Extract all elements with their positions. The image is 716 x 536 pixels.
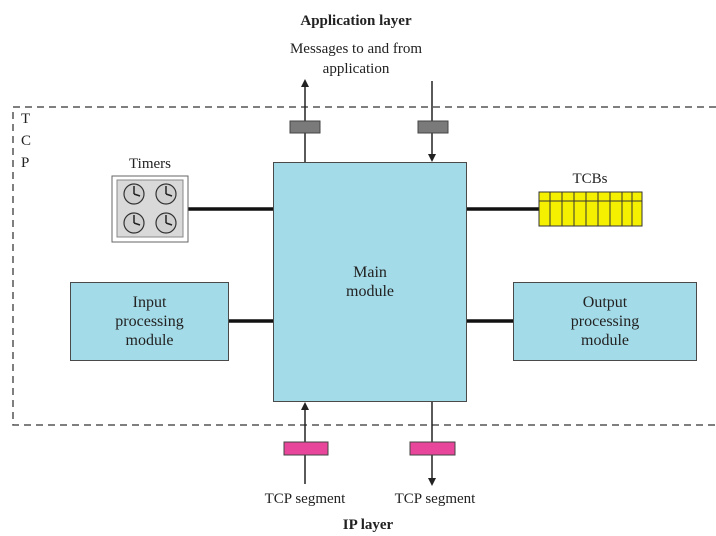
output-module-line: processing bbox=[570, 313, 640, 330]
output-module-line: module bbox=[581, 332, 629, 349]
input-module-line: processing bbox=[115, 313, 184, 330]
timers-label: Timers bbox=[129, 156, 171, 172]
ip-out-segment bbox=[409, 441, 456, 456]
output-processing-module: Output processing module bbox=[513, 282, 697, 361]
tcp-segment-out-label: TCP segment bbox=[394, 491, 476, 507]
tcp-label-t: T bbox=[21, 111, 31, 127]
app-in-port bbox=[417, 120, 449, 134]
input-processing-module: Input processing module bbox=[70, 282, 229, 361]
output-module-line: Output bbox=[582, 294, 628, 311]
input-module-line: Input bbox=[132, 294, 167, 311]
messages-label-line1: Messages to and from bbox=[289, 41, 423, 57]
ip-in-segment bbox=[283, 441, 329, 456]
tcbs-label: TCBs bbox=[572, 171, 608, 187]
tcp-segment-in-label: TCP segment bbox=[264, 491, 346, 507]
tcp-label-p: P bbox=[21, 155, 30, 171]
clock-icon bbox=[155, 183, 177, 205]
app-out-port bbox=[289, 120, 321, 134]
main-module-line: Main bbox=[353, 264, 387, 281]
application-layer-label: Application layer bbox=[300, 13, 412, 29]
messages-label-line2: application bbox=[322, 61, 390, 77]
input-module-line: module bbox=[125, 332, 174, 349]
clock-icon bbox=[123, 183, 145, 205]
clock-icon bbox=[123, 212, 145, 234]
main-module-line: module bbox=[346, 283, 394, 300]
ip-layer-label: IP layer bbox=[342, 517, 394, 533]
tcbs-array bbox=[538, 191, 643, 227]
tcp-label-c: C bbox=[21, 133, 32, 149]
main-module: Main module bbox=[273, 162, 467, 402]
tcp-boundary bbox=[12, 106, 716, 426]
clock-icon bbox=[155, 212, 177, 234]
